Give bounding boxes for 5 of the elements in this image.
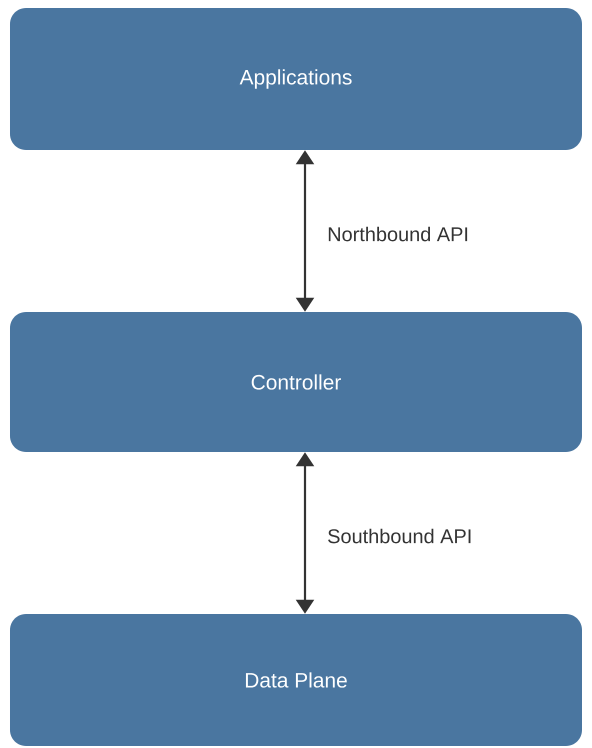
edge-label: Northbound API: [328, 226, 468, 242]
layer-box: Data Plane: [10, 614, 582, 746]
layer-box: Applications: [10, 8, 582, 150]
layer-box: Controller: [10, 312, 582, 452]
edge-label: Southbound API: [328, 528, 470, 544]
